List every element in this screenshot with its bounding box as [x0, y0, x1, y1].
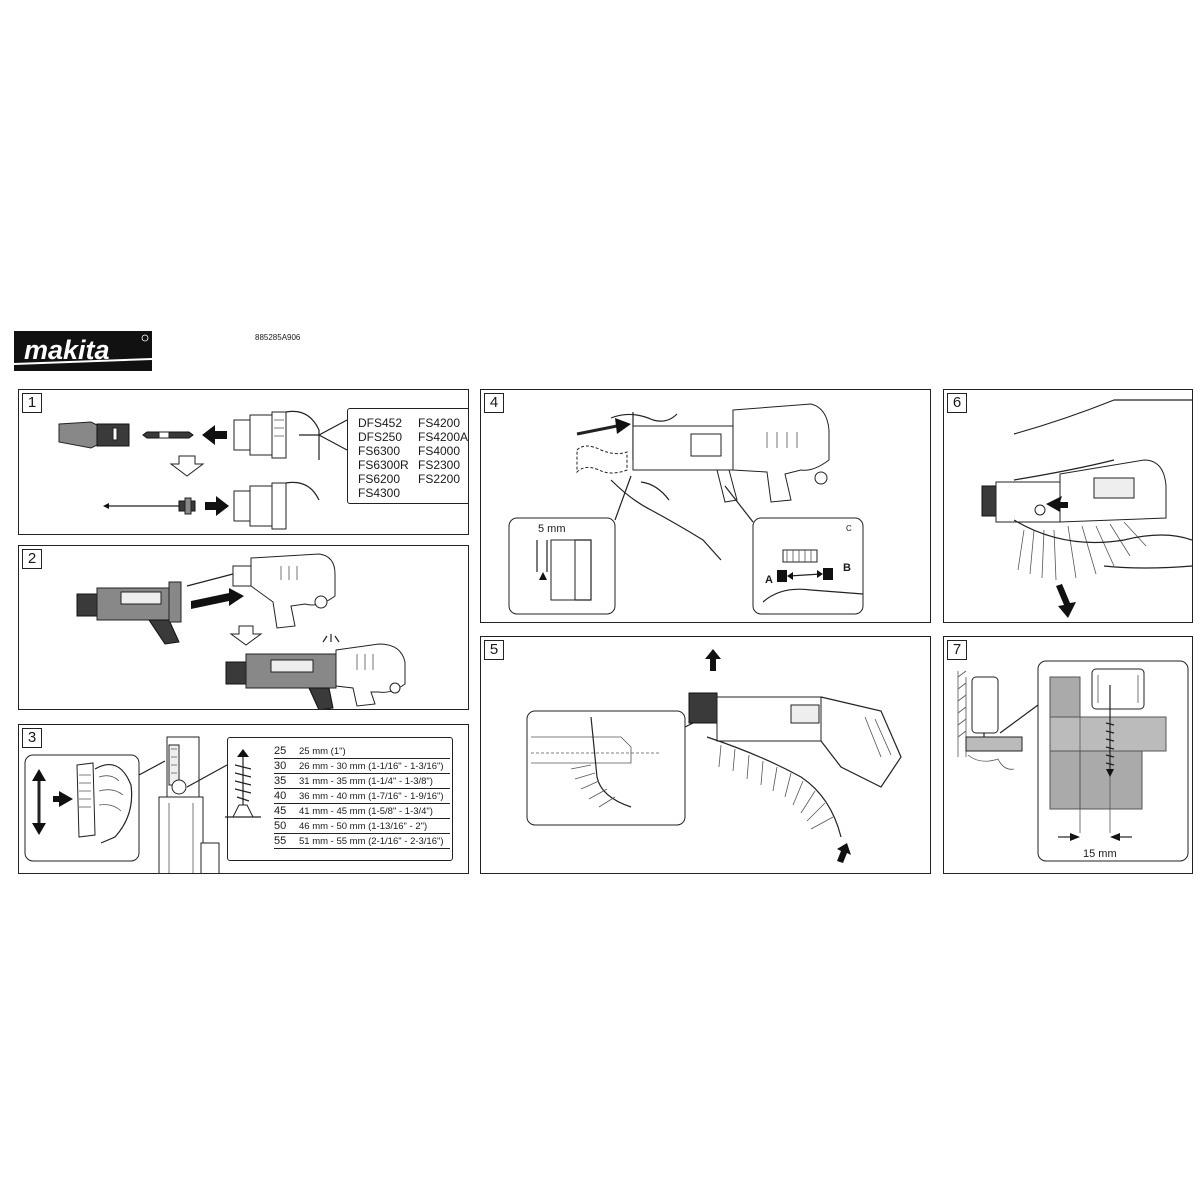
- screwdriver-with-attachment-icon: [632, 403, 830, 503]
- model-label: FS2200: [418, 472, 461, 486]
- length-key: 30: [274, 760, 287, 772]
- step-number: 4: [484, 393, 504, 413]
- screw-distance-illustration: [957, 660, 1189, 862]
- long-bit-icon: [103, 497, 196, 515]
- model-label: FS2300: [418, 458, 461, 472]
- models-column-1: DFS452 DFS250 FS6300 FS6300R FS6200 FS43…: [358, 416, 409, 500]
- length-row: 45 41 mm - 45 mm (1-5/8" - 1-3/4"): [274, 804, 450, 819]
- step-number: 1: [22, 393, 42, 413]
- length-key: 25: [274, 745, 287, 757]
- panel-5: 5: [480, 636, 931, 874]
- length-row: 55 51 mm - 55 mm (2-1/16" - 2-3/16"): [274, 834, 450, 849]
- panel-3: 3: [18, 724, 469, 874]
- model-label: FS4000: [418, 444, 461, 458]
- step-number: 3: [22, 728, 42, 748]
- length-range: 36 mm - 40 mm (1-7/16" - 1-9/16"): [299, 791, 444, 802]
- switch-label-b: B: [843, 562, 851, 574]
- distance-label: 15 mm: [1083, 848, 1117, 860]
- length-range: 25 mm (1"): [299, 746, 346, 757]
- document-code: 885285A906: [255, 333, 301, 342]
- panel-1: 1: [18, 389, 469, 535]
- model-label: FS4200: [418, 416, 461, 430]
- screw-attachment-icon: [76, 581, 182, 645]
- tool-with-strip-icon: [688, 692, 902, 788]
- compatible-models-box: DFS452 DFS250 FS6300 FS6300R FS6200 FS43…: [347, 408, 468, 504]
- screw-length-table: 25 25 mm (1") 30 26 mm - 30 mm (1-1/16" - …: [227, 737, 453, 861]
- step-number: 5: [484, 640, 504, 660]
- makita-logo: makita: [14, 331, 152, 371]
- panel-2: 2: [18, 545, 469, 710]
- switch-detail-box: [752, 517, 864, 615]
- length-key: 40: [274, 790, 287, 802]
- length-row: 30 26 mm - 30 mm (1-1/16" - 1-3/16"): [274, 759, 450, 774]
- switch-label-a: A: [765, 574, 773, 586]
- screwdriver-nose-icon: [233, 410, 320, 460]
- length-key: 50: [274, 820, 287, 832]
- model-label: FS6200: [358, 472, 401, 486]
- switch-label-c: C: [846, 524, 852, 533]
- length-range: 31 mm - 35 mm (1-1/4" - 1-3/8"): [299, 776, 433, 787]
- model-label: FS4200A: [418, 430, 469, 444]
- bit-installation-illustration: [58, 410, 348, 530]
- step-number: 2: [22, 549, 42, 569]
- model-label: DFS452: [358, 416, 403, 430]
- model-label: DFS250: [358, 430, 403, 444]
- screwdriver-body-icon: [232, 553, 336, 629]
- loaded-tool-icon: [981, 459, 1167, 523]
- depth-label: 5 mm: [538, 523, 566, 535]
- models-column-2: FS4200 FS4200A FS4000 FS2300 FS2200: [418, 416, 468, 486]
- length-range: 26 mm - 30 mm (1-1/16" - 1-3/16"): [299, 761, 444, 772]
- short-bit-icon: [142, 431, 194, 439]
- length-key: 45: [274, 805, 287, 817]
- step-number: 7: [947, 640, 967, 660]
- length-row: 40 36 mm - 40 mm (1-7/16" - 1-9/16"): [274, 789, 450, 804]
- model-label: FS4300: [358, 486, 401, 500]
- length-range: 46 mm - 50 mm (1-13/16" - 2"): [299, 821, 428, 832]
- length-range: 41 mm - 45 mm (1-5/8" - 1-3/4"): [299, 806, 433, 817]
- assembled-tool-icon: [225, 634, 406, 709]
- tool-side-view-icon: [158, 736, 220, 873]
- panel-7: 7 15 mm: [943, 636, 1193, 874]
- model-label: FS6300: [358, 444, 401, 458]
- makita-logo-graphic: makita: [14, 331, 152, 371]
- screw-length-adjustment-illustration: [24, 736, 261, 873]
- length-range: 51 mm - 55 mm (2-1/16" - 2-3/16"): [299, 836, 444, 847]
- length-row: 50 46 mm - 50 mm (1-13/16" - 2"): [274, 819, 450, 834]
- panel-6: 6: [943, 389, 1193, 623]
- screwdriver-nose-icon-2: [233, 481, 320, 530]
- adjust-direction-arrow-icon: [32, 769, 46, 835]
- model-label: FS6300R: [358, 458, 409, 472]
- nose-piece-icon: [58, 421, 130, 449]
- strip-loading-illustration: [981, 399, 1192, 618]
- panel-4: 4: [480, 389, 931, 623]
- depth-adjustment-illustration: [508, 403, 864, 615]
- strip-detail-box: [526, 710, 686, 826]
- screw-strip-removal-illustration: [526, 649, 902, 863]
- screw-icon: [225, 749, 261, 818]
- length-row: 25 25 mm (1"): [274, 744, 450, 759]
- step-number: 6: [947, 393, 967, 413]
- attachment-mounting-illustration: [76, 553, 406, 709]
- makita-logo-text: makita: [24, 335, 110, 365]
- length-row: 35 31 mm - 35 mm (1-1/4" - 1-3/8"): [274, 774, 450, 789]
- length-key: 55: [274, 835, 287, 847]
- length-key: 35: [274, 775, 287, 787]
